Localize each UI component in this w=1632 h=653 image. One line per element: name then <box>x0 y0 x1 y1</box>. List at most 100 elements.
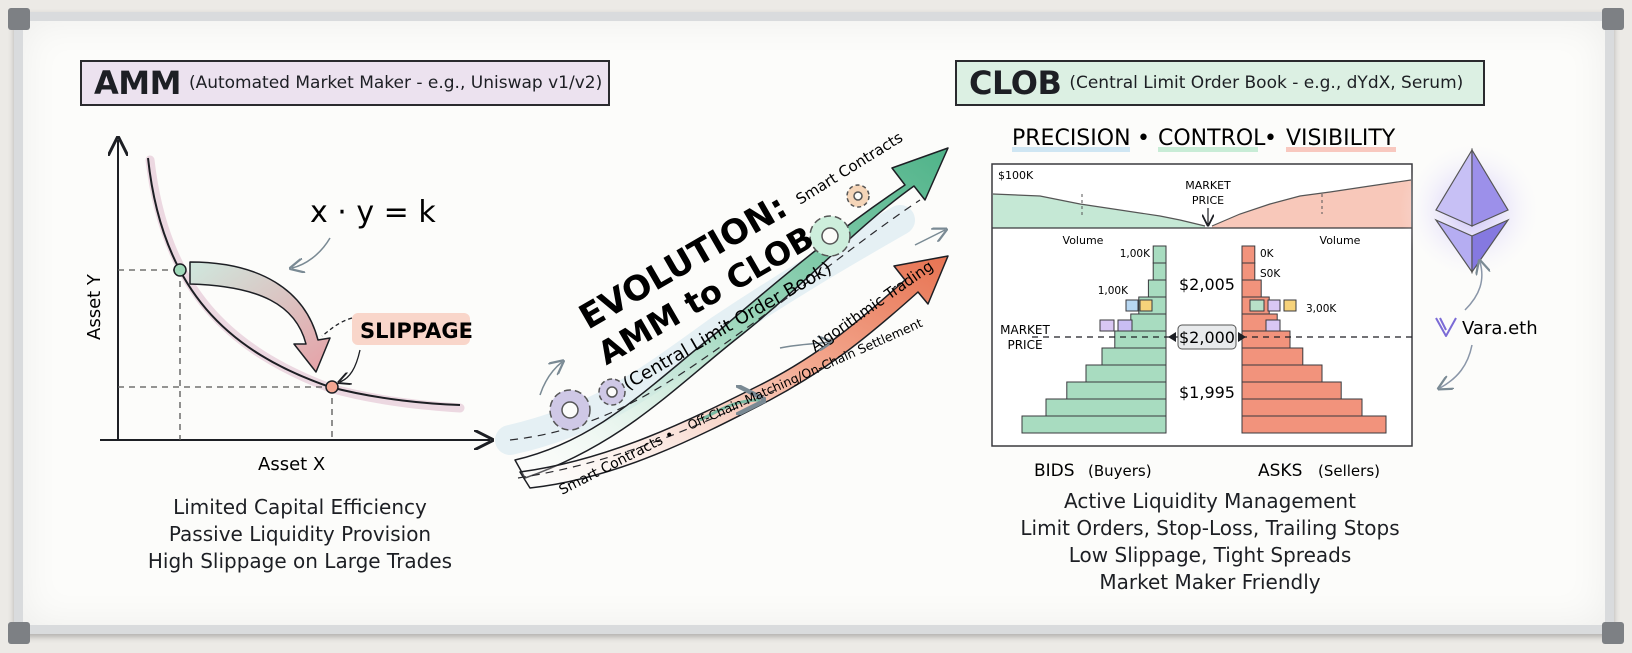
depth-bid-area <box>993 194 1205 228</box>
bid-bar <box>1085 364 1167 383</box>
visibility-underline <box>1286 147 1396 152</box>
clob-title: CLOB <box>969 64 1062 102</box>
ask-order-block <box>1267 299 1281 312</box>
depth-market-price-line2: PRICE <box>1192 194 1224 207</box>
board-corner-top-right <box>1602 8 1624 30</box>
clob-subtitle: (Central Limit Order Book - e.g., dYdX, … <box>1069 73 1464 93</box>
vara-badge: Vara.eth <box>1435 262 1538 388</box>
amm-bonding-curve <box>147 157 461 406</box>
evolution-swoosh-arrow-4 <box>779 342 830 348</box>
tagline-dot-2: • <box>1264 126 1277 151</box>
amm-formula: x · y = k <box>310 195 436 230</box>
amm-title: AMM <box>94 64 181 102</box>
depth-bid-line <box>992 193 1206 227</box>
amm-subtitle: (Automated Market Maker - e.g., Uniswap … <box>188 73 603 93</box>
vara-arrow-down <box>1440 344 1473 388</box>
mid-price-box <box>1177 324 1237 350</box>
bid-order-block <box>1125 299 1139 312</box>
ask-bar <box>1241 415 1387 434</box>
gear-icon <box>809 215 851 257</box>
asks-sub-label: (Sellers) <box>1318 462 1380 480</box>
tagline-visibility: VISIBILITY <box>1286 126 1396 151</box>
evolution-green-arrow <box>514 147 949 479</box>
bid-label-1: 1,00K <box>1120 248 1151 260</box>
tagline-precision: PRECISION <box>1012 126 1131 151</box>
ask-order-block <box>1265 319 1281 332</box>
ask-bar <box>1241 381 1342 400</box>
bid-bar <box>1066 381 1167 400</box>
ask-bar <box>1241 364 1323 383</box>
depth-market-price-line1: MARKET <box>1185 179 1231 192</box>
clob-title-banner: CLOB (Central Limit Order Book - e.g., d… <box>955 60 1485 106</box>
price-level-low: $1,995 <box>1179 383 1235 402</box>
tagline-control: CONTROL <box>1158 126 1266 151</box>
depth-ask-area <box>1212 180 1411 228</box>
depth-ask-line <box>1211 179 1412 227</box>
bid-order-block <box>1117 319 1133 332</box>
ethereum-icon <box>1400 138 1544 282</box>
control-underline <box>1158 147 1258 152</box>
bid-bar <box>1114 330 1167 349</box>
bid-bar <box>1130 313 1167 332</box>
evolution-red-arrow <box>519 255 949 489</box>
market-price-side-line2: PRICE <box>1007 338 1042 352</box>
board-corner-top-left <box>8 8 30 30</box>
bid-order-block <box>1139 299 1153 312</box>
volume-right-label: Volume <box>1320 234 1361 247</box>
amm-point-3: High Slippage on Large Trades <box>147 549 453 573</box>
amm-slippage-pointer <box>340 349 361 382</box>
price-level-mid: $2,000 <box>1179 328 1235 347</box>
amm-chart: x · y = k SLIPPAGE Asset X Asset Y <box>84 140 490 475</box>
vara-arrow-up <box>1464 262 1482 311</box>
ask-order-block <box>1283 299 1297 312</box>
asks-ladder <box>1241 245 1387 434</box>
depth-max-label: $100K <box>998 169 1034 182</box>
amm-slippage-highlight <box>352 313 470 345</box>
order-book-labels: $2,005 $2,000 $1,995 MARKET PRICE 1,00K … <box>1000 248 1412 481</box>
amm-point-before <box>173 263 187 277</box>
amm-point-after <box>325 380 339 394</box>
bid-order-block <box>1099 319 1115 332</box>
bid-label-2: 1,00K <box>1098 285 1129 297</box>
ask-label-1: 0K <box>1260 248 1275 260</box>
bid-bar <box>1045 398 1167 417</box>
evolution-swoosh-arrow-3 <box>914 230 945 246</box>
amm-title-banner: AMM (Automated Market Maker - e.g., Unis… <box>80 60 610 106</box>
amm-axis-x-label: Asset X <box>258 454 325 475</box>
gear-icon <box>846 184 870 208</box>
evolution-graphic: EVOLUTION: AMM to CLOB (Central Limit Or… <box>495 128 949 499</box>
amm-points: Limited Capital Efficiency Passive Liqui… <box>130 494 470 575</box>
amm-point-1: Limited Capital Efficiency <box>173 495 427 519</box>
volume-left-label: Volume <box>1063 234 1104 247</box>
bid-bar <box>1101 347 1167 366</box>
clob-point-1: Active Liquidity Management <box>1064 489 1356 513</box>
ask-bar <box>1241 398 1363 417</box>
precision-underline <box>1012 147 1130 152</box>
evolution-dash-line-1 <box>509 199 921 441</box>
mid-price-pointer-right <box>1238 332 1246 342</box>
gear-icon <box>598 378 626 406</box>
market-price-side-line1: MARKET <box>1000 323 1050 337</box>
clob-points: Active Liquidity Management Limit Orders… <box>1005 488 1415 596</box>
mid-price-pointer-left <box>1168 332 1176 342</box>
bid-bar <box>1152 245 1167 264</box>
clob-tagline: PRECISION • CONTROL • VISIBILITY <box>1012 126 1396 152</box>
amm-trade-arrow <box>189 261 331 373</box>
price-level-high: $2,005 <box>1179 275 1235 294</box>
ask-bar <box>1241 347 1304 366</box>
ask-bar <box>1241 262 1256 281</box>
gear-icon <box>549 389 591 431</box>
ask-bar <box>1241 330 1291 349</box>
ask-label-3: 3,00K <box>1306 303 1337 315</box>
board-corner-bottom-right <box>1602 622 1624 644</box>
amm-formula-pointer <box>292 237 331 268</box>
ask-bar <box>1241 279 1262 298</box>
board-corner-bottom-left <box>8 622 30 644</box>
amm-slippage-brace <box>321 317 353 337</box>
bids-sub-label: (Buyers) <box>1088 462 1152 480</box>
clob-point-3: Low Slippage, Tight Spreads <box>1068 543 1352 567</box>
amm-axis-y-label: Asset Y <box>84 273 105 340</box>
bid-bar <box>1021 415 1167 434</box>
evolution-swoosh-arrow-2 <box>539 362 562 396</box>
